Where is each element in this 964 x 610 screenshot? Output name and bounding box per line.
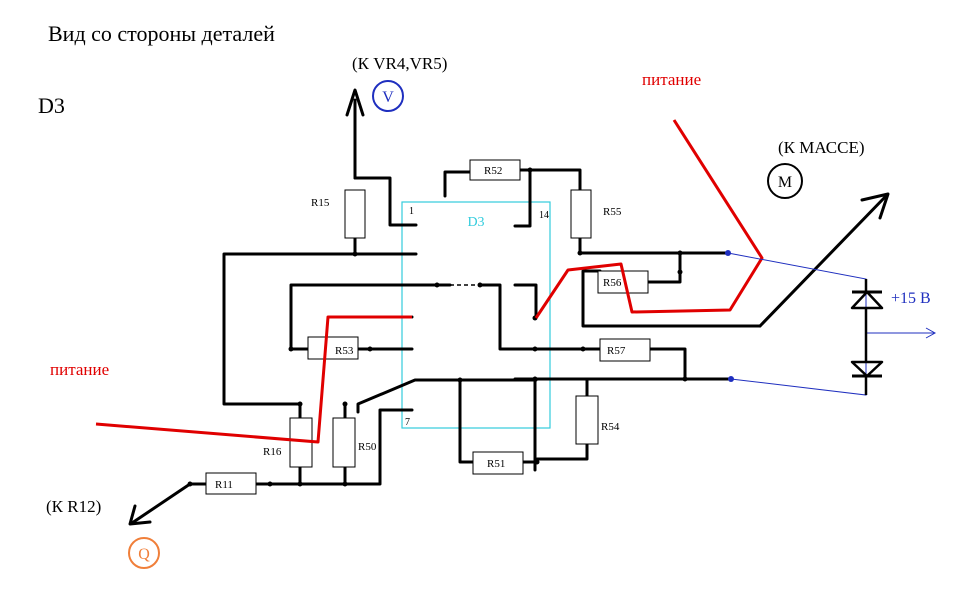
- pin-1-label: 1: [409, 206, 414, 217]
- power-trace-left: [95, 315, 412, 444]
- svg-text:R15: R15: [311, 197, 330, 209]
- resistor-r56: R56: [597, 270, 649, 294]
- svg-text:R56: R56: [603, 277, 622, 289]
- svg-text:R54: R54: [601, 421, 620, 433]
- supply-label: +15 В: [891, 290, 931, 307]
- chip-outline: [401, 201, 551, 429]
- svg-text:R52: R52: [484, 165, 502, 177]
- resistor-r54: R54: [575, 395, 620, 445]
- q-circle-label: Q: [138, 546, 150, 563]
- power-left-label: питание: [50, 360, 109, 379]
- chip-label: D3: [38, 93, 65, 118]
- resistor-r57: R57: [599, 338, 651, 362]
- svg-text:R51: R51: [487, 458, 505, 470]
- pin-7-label: 7: [405, 417, 410, 428]
- svg-text:R16: R16: [263, 446, 282, 458]
- diode-lower-icon: [850, 360, 884, 378]
- voltage-circle: [372, 80, 404, 112]
- resistor-r16: R16: [263, 417, 313, 468]
- left-bottom-note: (К R12): [46, 497, 101, 516]
- resistor-r51: R51: [472, 451, 524, 475]
- ground-circle: [767, 163, 803, 199]
- diode-block: [725, 250, 937, 396]
- resistor-r53: R53: [307, 336, 359, 360]
- diode-upper-icon: [850, 290, 884, 310]
- title-text: Вид со стороны деталей: [48, 21, 275, 46]
- power-trace-top: [534, 119, 764, 319]
- right-note: (К МАССЕ): [778, 138, 865, 157]
- power-top-label: питание: [642, 70, 701, 89]
- resistor-r15: R15: [311, 189, 366, 239]
- resistor-r50: R50: [332, 417, 377, 468]
- svg-text:R11: R11: [215, 479, 233, 491]
- pin-14-label: 14: [539, 210, 549, 221]
- ground-circle-label: М: [778, 174, 792, 191]
- svg-text:R53: R53: [335, 345, 354, 357]
- top-note: (К VR4,VR5): [352, 54, 447, 73]
- junction-dots: [187, 167, 688, 487]
- resistor-r11: R11: [205, 472, 257, 495]
- svg-text:R57: R57: [607, 345, 626, 357]
- resistor-r55: R55: [570, 189, 622, 239]
- svg-text:R55: R55: [603, 206, 622, 218]
- chip-box-label: D3: [467, 215, 484, 230]
- resistor-r52: R52: [469, 159, 521, 181]
- q-circle: [128, 537, 160, 569]
- svg-text:R50: R50: [358, 441, 377, 453]
- voltage-circle-label: V: [382, 89, 394, 106]
